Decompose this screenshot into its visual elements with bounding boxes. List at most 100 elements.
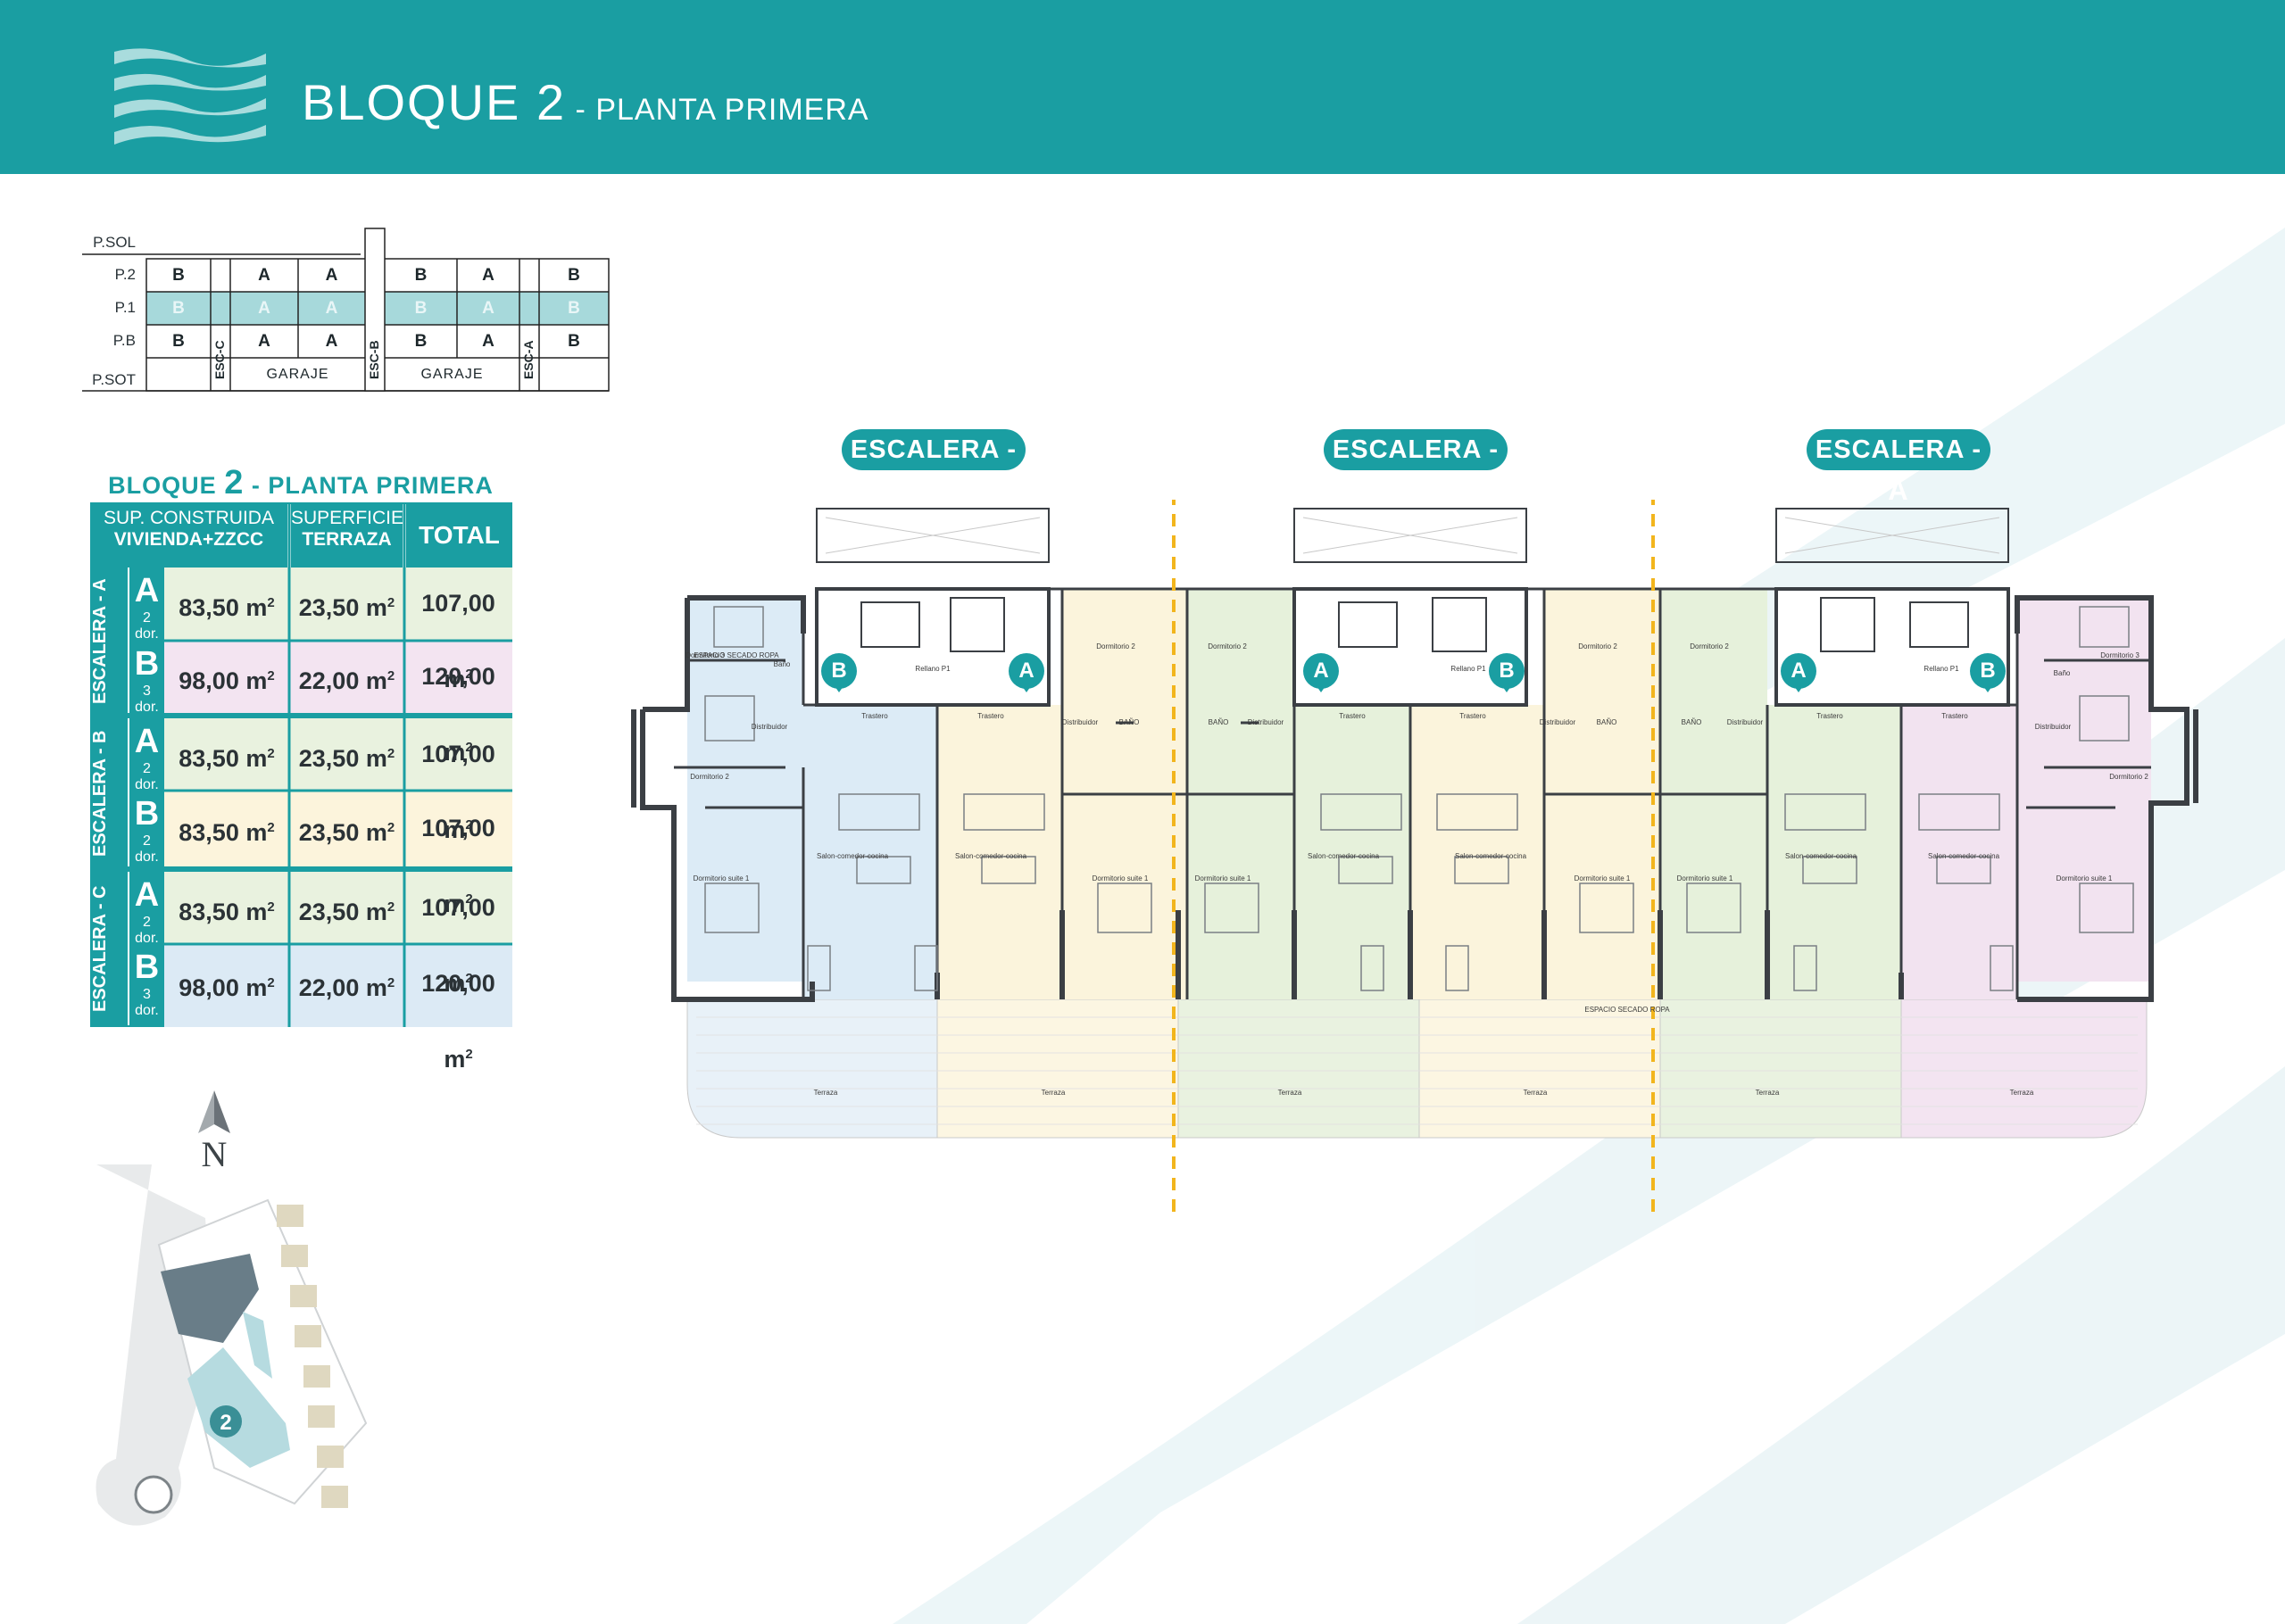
unit-label: m	[444, 1046, 466, 1073]
room-label: Trastero	[861, 712, 888, 720]
room-label: Salon-comedor-cocina	[954, 852, 1027, 860]
north-arrow-icon: N	[179, 1090, 250, 1184]
room-label: Trastero	[1941, 712, 1968, 720]
terrace-value: 23,50	[298, 594, 360, 621]
level-label: P.SOT	[92, 371, 136, 388]
room-label: Dormitorio 2	[690, 773, 729, 781]
badge-prefix: ESCALERA -	[850, 435, 1018, 464]
level-label: P.2	[114, 266, 136, 283]
room-label: Rellano P1	[1450, 665, 1486, 673]
unit-type-letter: B	[134, 795, 160, 833]
total-surface: 107,00 m2	[421, 894, 495, 997]
unit-label: m	[365, 974, 387, 1001]
section-cell: B	[172, 266, 185, 285]
section-cell: A	[258, 266, 270, 285]
built-surface: 98,00 m2	[179, 667, 275, 694]
room-label: BAÑO	[1208, 718, 1229, 726]
room-label: Terraza	[1523, 1089, 1548, 1097]
room-label: Dormitorio 2	[1208, 642, 1247, 650]
terrace-value: 22,00	[298, 667, 360, 694]
unit-dorms: 3 dor.	[135, 987, 159, 1018]
table-title-prefix: BLOQUE	[108, 472, 217, 499]
unit-label: m	[444, 666, 466, 692]
badge-letter: A	[1888, 475, 1909, 506]
stair-group-label: ESCALERA - B	[90, 718, 128, 868]
unit-label: m	[444, 739, 466, 766]
room-label: BAÑO	[1118, 718, 1140, 726]
col-header-total: TOTAL	[406, 502, 512, 568]
room-label: BAÑO	[1596, 718, 1617, 726]
title-main: BLOQUE 2	[302, 74, 567, 130]
room-label: Rellano P1	[915, 665, 951, 673]
room-label: Dormitorio 3	[2100, 651, 2140, 659]
table-title-suffix: - PLANTA PRIMERA	[251, 472, 494, 499]
unit-label: m	[444, 816, 466, 843]
room-label: Dormitorio suite 1	[1194, 874, 1251, 882]
terrace-value: 22,00	[298, 974, 360, 1001]
unit-pin-a: A	[1781, 653, 1816, 692]
unit-pin-a: A	[1303, 653, 1339, 692]
level-label: P.B	[112, 332, 136, 349]
section-cell: A	[258, 332, 270, 351]
garage-label: GARAJE	[266, 367, 329, 382]
unit-pin-b: B	[1489, 653, 1525, 692]
section-cell: A	[482, 299, 494, 318]
room-label: Distribuidor	[1247, 718, 1284, 726]
built-surface: 83,50 m2	[179, 899, 275, 925]
badge-prefix: ESCALERA -	[1815, 435, 1982, 464]
unit-pin-a: A	[1009, 653, 1044, 692]
unit-dorms: 3 dor.	[135, 684, 159, 715]
section-cell: A	[325, 332, 338, 351]
room-label: Trastero	[1339, 712, 1366, 720]
section-diagram: P.SOL P.2 P.1 P.B P.SOT B A A B A B B A …	[82, 223, 618, 402]
room-label: Trastero	[977, 712, 1004, 720]
section-cell: B	[172, 332, 185, 351]
unit-label: m	[444, 891, 466, 917]
unit-dorms: 2 dor.	[135, 761, 159, 792]
terrace-value: 23,50	[298, 745, 360, 772]
room-label: Baño	[2053, 669, 2071, 677]
garage-label: GARAJE	[420, 367, 484, 382]
unit-label: m	[444, 970, 466, 997]
room-label: Dormitorio 2	[1096, 642, 1135, 650]
room-label: Salon-comedor-cocina	[1784, 852, 1857, 860]
site-plan-map: 2	[96, 1164, 368, 1526]
room-label: Dormitorio suite 1	[2056, 874, 2113, 882]
built-value: 83,50	[179, 594, 239, 621]
section-cell: B	[568, 266, 580, 285]
section-cell: B	[172, 299, 185, 318]
stair-badge-b: ESCALERA - B	[1324, 429, 1508, 506]
unit-label: m	[365, 899, 387, 925]
built-surface: 98,00 m2	[179, 974, 275, 1001]
stair-badge-a: ESCALERA - A	[1807, 429, 1990, 506]
section-cell: A	[325, 299, 338, 318]
room-label: Terraza	[1041, 1089, 1066, 1097]
unit-label: m	[365, 667, 387, 694]
col-header-terrace-line1: SUPERFICIE	[291, 508, 404, 528]
built-surface: 83,50 m2	[179, 745, 275, 772]
room-label: Distribuidor	[1539, 718, 1576, 726]
section-cell: B	[568, 332, 580, 351]
header-bar: BLOQUE 2 - PLANTA PRIMERA	[0, 0, 2285, 174]
room-label: Dormitorio suite 1	[693, 874, 750, 882]
total-surface: 107,00 m2	[421, 815, 495, 917]
section-cell: A	[325, 266, 338, 285]
room-label: Terraza	[1277, 1089, 1302, 1097]
built-value: 83,50	[179, 819, 239, 846]
total-surface: 107,00 m2	[421, 741, 495, 843]
unit-dorms: 2 dor.	[135, 610, 159, 642]
total-value: 107,00	[421, 741, 495, 767]
room-label: Distribuidor	[751, 723, 788, 731]
room-label: BAÑO	[1681, 718, 1702, 726]
room-label: Terraza	[2009, 1089, 2034, 1097]
room-label: Baño	[773, 660, 791, 668]
section-cell: A	[482, 266, 494, 285]
section-grid	[82, 228, 610, 392]
room-label: Trastero	[1816, 712, 1843, 720]
section-cell: B	[568, 299, 580, 318]
badge-letter: C	[923, 475, 944, 506]
terrace-surface: 22,00 m2	[298, 974, 395, 1001]
section-cell: A	[258, 299, 270, 318]
